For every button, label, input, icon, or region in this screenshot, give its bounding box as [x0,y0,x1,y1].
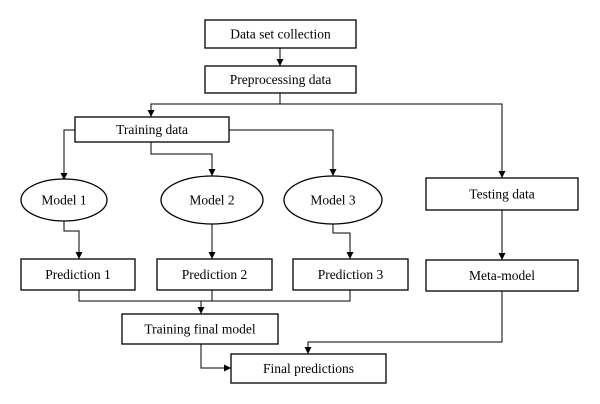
arrow-model-3-to-prediction-3 [332,224,354,259]
meta-model-box [425,259,579,292]
prediction-2-label: Prediction 2 [182,267,248,282]
node-testing-data: Testing data [425,177,579,211]
arrow-training-data-to-model-1 [60,129,75,180]
preprocessing-data-box [204,65,357,94]
arrow-predictions-to-training-final-model [197,290,213,314]
data-set-collection-label: Data set collection [230,27,331,42]
arrow-training-data-to-model-3 [229,129,337,176]
node-model-3: Model 3 [283,175,383,225]
arrow-training-final-model-to-final-predictions [200,344,231,372]
prediction-1-box [20,258,136,291]
data-set-collection-box [204,19,357,49]
arrow-model-1-to-prediction-1 [63,221,83,259]
training-final-model-label: Training final model [144,322,255,337]
model-1-label: Model 1 [41,193,86,208]
arrow-meta-model-to-final-predictions [304,291,503,354]
node-model-2: Model 2 [160,175,264,225]
node-meta-model: Meta-model [425,259,579,292]
node-final-predictions: Final predictions [230,353,387,384]
node-preprocessing-data: Preprocessing data [204,65,357,94]
prediction-1-label: Prediction 1 [45,267,111,282]
model-1-ellipse [20,178,108,222]
final-predictions-label: Final predictions [263,361,354,376]
model-3-label: Model 3 [310,193,356,208]
connectors [60,48,506,372]
model-3-ellipse [283,175,383,225]
line-predictions-merge [78,290,351,302]
final-predictions-box [230,353,387,384]
node-prediction-3: Prediction 3 [292,258,409,291]
testing-data-label: Testing data [469,187,534,202]
model-2-ellipse [160,175,264,225]
arrow-preprocessing-to-training-data [147,93,281,117]
model-2-label: Model 2 [189,193,234,208]
arrow-training-data-to-model-2 [150,142,216,176]
prediction-3-box [292,258,409,291]
training-data-box [74,116,230,143]
arrow-preprocessing-to-testing-data [279,93,506,178]
prediction-2-box [156,258,273,291]
node-prediction-2: Prediction 2 [156,258,273,291]
testing-data-box [425,177,579,211]
meta-model-label: Meta-model [469,268,535,283]
node-prediction-1: Prediction 1 [20,258,136,291]
node-training-final-model: Training final model [121,313,279,345]
node-data-set-collection: Data set collection [204,19,357,49]
node-training-data: Training data [74,116,230,143]
preprocessing-data-label: Preprocessing data [230,72,332,87]
training-data-label: Training data [116,122,188,137]
node-model-1: Model 1 [20,178,108,222]
prediction-3-label: Prediction 3 [318,267,384,282]
training-final-model-box [121,313,279,345]
